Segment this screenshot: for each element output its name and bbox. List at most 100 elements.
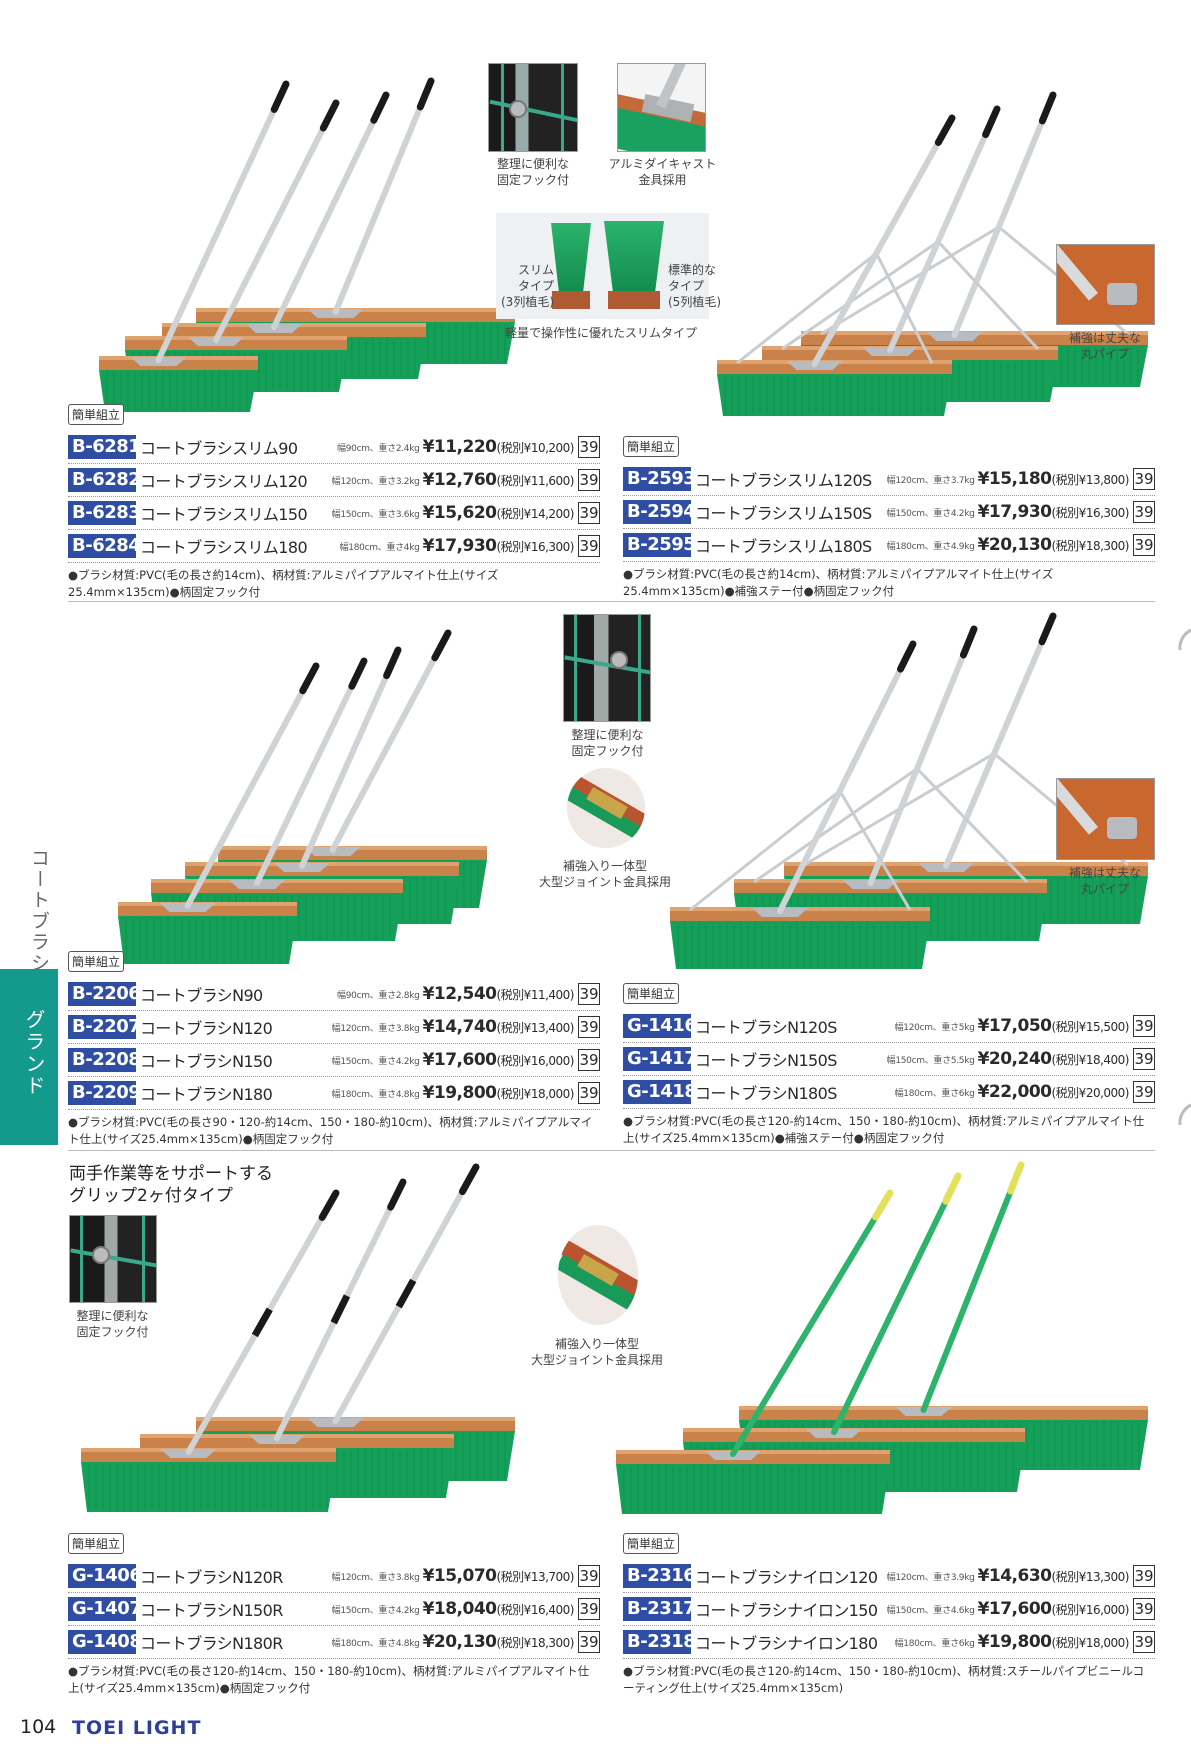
handle — [831, 1173, 961, 1435]
product-price: ¥20,240 — [977, 1049, 1052, 1069]
hook-photo — [69, 1215, 157, 1303]
reinforcement-stay — [736, 252, 878, 365]
section-divider — [68, 1150, 1155, 1151]
product-spec: 幅90cm、重さ2.8kg — [337, 990, 420, 1001]
product-name: コートブラシN150 — [140, 1052, 273, 1071]
reference-page: 39 — [1133, 468, 1155, 490]
section-heading: 両手作業等をサポートするグリップ2ヶ付タイプ — [69, 1164, 273, 1206]
product-code: B-2318 — [623, 1630, 696, 1654]
product-price: ¥17,600 — [977, 1599, 1052, 1619]
reinforcement-stay — [753, 767, 918, 884]
table-row[interactable]: G-1406 コートブラシN120R 幅120cm、重さ3.8kg ¥15,07… — [68, 1560, 600, 1593]
table-row[interactable]: G-1407 コートブラシN150R 幅150cm、重さ4.2kg ¥18,04… — [68, 1593, 600, 1626]
reference-page: 39 — [578, 983, 600, 1005]
handle — [329, 630, 451, 853]
product-name: コートブラシN150S — [695, 1051, 837, 1070]
product-code: G-1408 — [68, 1630, 142, 1654]
product-spec: 幅180cm、重さ4.8kg — [331, 1638, 420, 1649]
reference-page: 39 — [578, 502, 600, 524]
table-row[interactable]: B-6281 コートブラシスリム90 幅90cm、重さ2.4kg ¥11,220… — [68, 431, 600, 464]
reference-page: 39 — [1133, 1048, 1155, 1070]
price-excl-tax: (税別¥11,400) — [496, 987, 575, 1002]
handle — [951, 92, 1056, 338]
handle — [730, 1190, 893, 1457]
price-excl-tax: (税別¥18,400) — [1051, 1052, 1130, 1067]
hook-photo — [563, 614, 651, 722]
table-row[interactable]: B-2593 コートブラシスリム120S 幅120cm、重さ3.7kg ¥15,… — [623, 463, 1155, 496]
product-code: B-2209 — [68, 1081, 141, 1105]
handle-grip — [387, 1178, 407, 1211]
handle-grip — [1038, 612, 1057, 646]
product-name: コートブラシスリム180S — [695, 537, 872, 556]
product-name: コートブラシN90 — [140, 986, 263, 1005]
product-price: ¥17,600 — [422, 1050, 497, 1070]
table-row[interactable]: B-2317 コートブラシナイロン150 幅150cm、重さ4.6kg ¥17,… — [623, 1593, 1155, 1626]
easy-assembly-badge: 簡単組立 — [68, 951, 125, 972]
product-name: コートブラシN180 — [140, 1085, 273, 1104]
reference-page: 39 — [1133, 1565, 1155, 1587]
product-name: コートブラシスリム90 — [140, 439, 298, 458]
table-row[interactable]: B-2316 コートブラシナイロン120 幅120cm、重さ3.9kg ¥14,… — [623, 1560, 1155, 1593]
reinforcement-stay — [820, 225, 1000, 336]
product-spec: 幅180cm、重さ4.8kg — [331, 1089, 420, 1100]
product-name: コートブラシN180S — [695, 1084, 837, 1103]
table-row[interactable]: B-6282 コートブラシスリム120 幅120cm、重さ3.2kg ¥12,7… — [68, 464, 600, 497]
table-row[interactable]: B-2318 コートブラシナイロン180 幅180cm、重さ6kg ¥19,80… — [623, 1626, 1155, 1659]
handle-grip — [1038, 91, 1057, 125]
table-row[interactable]: B-2206 コートブラシN90 幅90cm、重さ2.8kg ¥12,540 (… — [68, 978, 600, 1011]
product-price: ¥20,130 — [977, 535, 1052, 555]
easy-assembly-badge: 簡単組立 — [623, 436, 680, 457]
bristle-block — [670, 921, 930, 969]
table-row[interactable]: G-1408 コートブラシN180R 幅180cm、重さ4.8kg ¥20,13… — [68, 1626, 600, 1659]
diecast-photo — [617, 63, 706, 152]
product-code: B-2316 — [623, 1564, 696, 1588]
diecast-caption: アルミダイキャスト金具採用 — [608, 157, 717, 187]
handle-grip — [959, 625, 978, 659]
price-excl-tax: (税別¥16,400) — [496, 1602, 575, 1617]
table-row[interactable]: B-2207 コートブラシN120 幅120cm、重さ3.8kg ¥14,740… — [68, 1011, 600, 1044]
product-spec: 幅120cm、重さ3.8kg — [331, 1023, 420, 1034]
product-name: コートブラシスリム150S — [695, 504, 872, 523]
reference-page: 39 — [578, 1598, 600, 1620]
table-row[interactable]: G-1416 コートブラシN120S 幅120cm、重さ5kg ¥17,050 … — [623, 1010, 1155, 1043]
product-code: G-1407 — [68, 1597, 142, 1621]
reinforcement-stay — [875, 252, 934, 364]
product-code: B-2594 — [623, 500, 696, 524]
handle — [867, 626, 977, 886]
product-name: コートブラシN180R — [140, 1634, 283, 1653]
reference-page: 39 — [578, 1016, 600, 1038]
category-label: コートブラシ — [28, 848, 50, 974]
handle-grip — [431, 629, 452, 662]
table-row[interactable]: B-6283 コートブラシスリム150 幅150cm、重さ3.6kg ¥15,6… — [68, 497, 600, 530]
handle-grip — [897, 640, 917, 673]
product-name: コートブラシN120 — [140, 1019, 273, 1038]
product-price: ¥17,050 — [977, 1016, 1052, 1036]
product-price: ¥20,130 — [422, 1632, 497, 1652]
table-row[interactable]: G-1417 コートブラシN150S 幅150cm、重さ5.5kg ¥20,24… — [623, 1043, 1155, 1076]
hook-caption: 整理に便利な固定フック付 — [496, 157, 569, 187]
joint-caption: 補強入り一体型大型ジョイント金具採用 — [538, 859, 671, 889]
table-row[interactable]: B-2209 コートブラシN180 幅180cm、重さ4.8kg ¥19,800… — [68, 1077, 600, 1110]
table-row[interactable]: G-1418 コートブラシN180S 幅180cm、重さ6kg ¥22,000 … — [623, 1076, 1155, 1109]
product-spec: 幅120cm、重さ3.8kg — [331, 1572, 420, 1583]
section-tab-ground[interactable]: グランド — [0, 969, 58, 1145]
product-spec: 幅120cm、重さ3.2kg — [331, 476, 420, 487]
table-row[interactable]: B-6284 コートブラシスリム180 幅180cm、重さ4kg ¥17,930… — [68, 530, 600, 563]
bristle-block — [717, 374, 952, 416]
product-code: G-1418 — [623, 1080, 697, 1104]
table-row[interactable]: B-2595 コートブラシスリム180S 幅180cm、重さ4.9kg ¥20,… — [623, 529, 1155, 562]
reinforcement-stay — [838, 790, 912, 911]
product-code: B-2207 — [68, 1015, 141, 1039]
product-note: ●ブラシ材質:PVC(毛の長さ120-約14cm、150・180-約10cm)、… — [623, 1664, 1145, 1695]
handle — [920, 1162, 1024, 1413]
product-price: ¥11,220 — [422, 437, 497, 457]
handle — [155, 81, 289, 363]
reference-page: 39 — [1133, 1631, 1155, 1653]
product-price: ¥12,760 — [422, 470, 497, 490]
table-row[interactable]: B-2594 コートブラシスリム150S 幅150cm、重さ4.2kg ¥17,… — [623, 496, 1155, 529]
product-code: B-2595 — [623, 533, 696, 557]
product-note: ●ブラシ材質:PVC(毛の長さ約14cm)、柄材質:アルミパイプアルマイト仕上(… — [623, 567, 1054, 598]
table-row[interactable]: B-2208 コートブラシN150 幅150cm、重さ4.2kg ¥17,600… — [68, 1044, 600, 1077]
product-price: ¥15,070 — [422, 1566, 497, 1586]
handle — [213, 100, 339, 343]
